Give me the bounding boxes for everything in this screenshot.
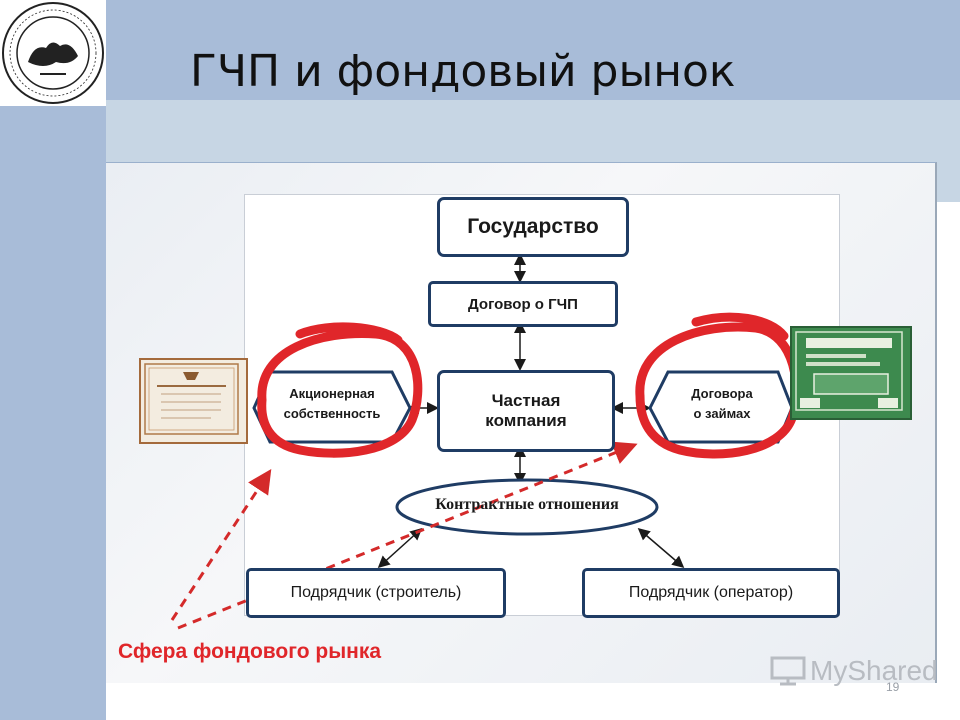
node-loans: Договора о займах — [656, 384, 788, 424]
slide-header-strip — [106, 100, 935, 162]
logo — [0, 0, 106, 106]
page-title: ГЧП и фондовый рынок — [190, 46, 736, 97]
page-number: 19 — [886, 680, 900, 694]
node-loans-line2: о займах — [693, 406, 751, 421]
presentation-screen-icon — [770, 656, 806, 686]
watermark-text: MyShared — [810, 655, 938, 686]
left-band — [0, 0, 106, 720]
society-seal-icon — [2, 2, 104, 104]
node-contract-relations: Контрактные отношения — [435, 496, 619, 513]
top-band — [106, 0, 960, 100]
stock-certificate-icon — [139, 358, 248, 444]
node-loans-line1: Договора — [691, 386, 753, 401]
node-contractor-operator: Подрядчик (оператор) — [582, 568, 840, 618]
right-band — [935, 100, 960, 202]
node-ppp-agreement: Договор о ГЧП — [428, 281, 618, 327]
node-private-company: Частная компания — [437, 370, 615, 452]
node-equity-line1: Акционерная — [289, 386, 375, 401]
node-private-company-line2: компания — [485, 411, 567, 430]
node-contractor-builder: Подрядчик (строитель) — [246, 568, 506, 618]
node-equity-line2: собственность — [283, 406, 381, 421]
node-equity: Акционерная собственность — [262, 384, 402, 424]
stock-market-caption: Сфера фондового рынка — [118, 640, 382, 663]
bond-certificate-icon — [790, 326, 912, 420]
node-private-company-line1: Частная — [491, 391, 561, 410]
node-state: Государство — [437, 197, 629, 257]
